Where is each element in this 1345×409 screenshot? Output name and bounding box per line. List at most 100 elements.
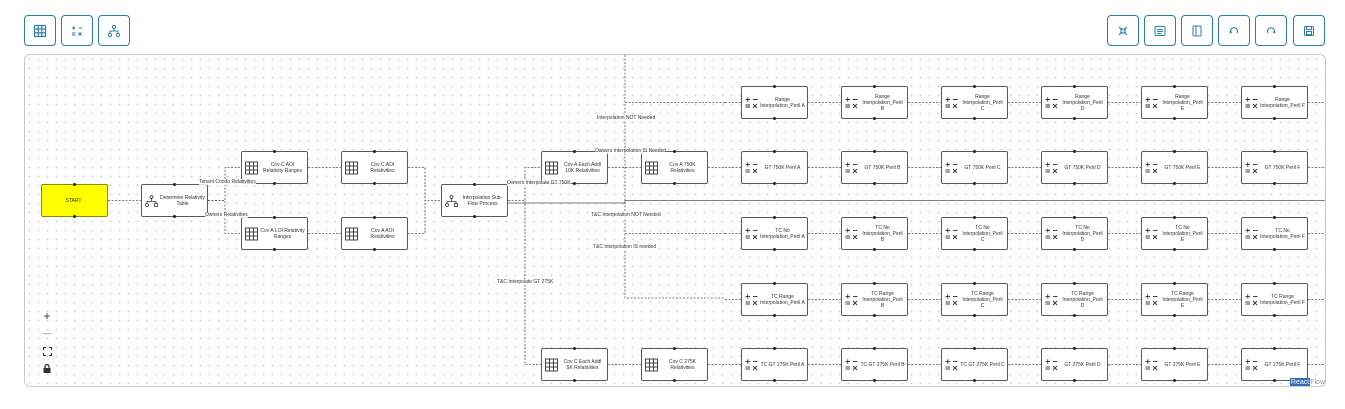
node-handle[interactable] <box>673 150 676 153</box>
node-handle[interactable] <box>673 379 676 382</box>
collapse-button[interactable] <box>1107 15 1139 46</box>
node-handle[interactable] <box>73 215 76 218</box>
node-handle[interactable] <box>1273 248 1276 251</box>
node-handle[interactable] <box>1173 117 1176 120</box>
grid-table-button[interactable] <box>24 15 56 46</box>
node-handle[interactable] <box>273 150 276 153</box>
node-handle[interactable] <box>1073 379 1076 382</box>
flow-node-r1a[interactable]: Range Interpolation_Peril A <box>741 85 808 120</box>
node-handle[interactable] <box>573 347 576 350</box>
node-handle[interactable] <box>973 182 976 185</box>
node-handle[interactable] <box>173 215 176 218</box>
node-handle[interactable] <box>973 117 976 120</box>
node-handle[interactable] <box>1173 85 1176 88</box>
flow-node-cova-750k[interactable]: Cov A 750K Relativities <box>641 150 708 185</box>
node-handle[interactable] <box>1273 347 1276 350</box>
flow-edge[interactable] <box>624 55 725 299</box>
flow-node-r1d[interactable]: Range Interpolation_Peril D <box>1041 85 1108 120</box>
flow-node-det[interactable]: Determine Relativity Table <box>141 183 208 218</box>
node-handle[interactable] <box>1273 117 1276 120</box>
flow-node-r4f[interactable]: TC Range Interpolation_Peril F <box>1241 282 1308 317</box>
node-handle[interactable] <box>773 282 776 285</box>
undo-button[interactable] <box>1218 15 1250 46</box>
node-handle[interactable] <box>1173 248 1176 251</box>
flow-node-start[interactable]: START <box>41 183 108 218</box>
flow-node-interp-sub[interactable]: Interpolation Sub-Flow Process <box>441 183 508 218</box>
node-handle[interactable] <box>1173 150 1176 153</box>
flow-node-r4a[interactable]: TC Range Interpolation_Peril A <box>741 282 808 317</box>
node-handle[interactable] <box>573 379 576 382</box>
node-handle[interactable] <box>73 183 76 186</box>
node-handle[interactable] <box>973 347 976 350</box>
node-handle[interactable] <box>673 347 676 350</box>
node-handle[interactable] <box>1073 248 1076 251</box>
lock-button[interactable] <box>40 361 54 375</box>
formula-button[interactable] <box>61 15 93 46</box>
node-handle[interactable] <box>1073 150 1076 153</box>
node-handle[interactable] <box>373 248 376 251</box>
node-handle[interactable] <box>273 248 276 251</box>
flow-edge[interactable] <box>408 167 441 201</box>
react-flow-attribution[interactable]: ReactFlow <box>1289 378 1325 386</box>
node-handle[interactable] <box>373 150 376 153</box>
node-handle[interactable] <box>673 182 676 185</box>
flow-node-r2f[interactable]: GT 750K Peril F <box>1241 150 1308 185</box>
flow-node-covc-aoi-rel[interactable]: Cov C AOI Relativities <box>341 150 408 185</box>
node-handle[interactable] <box>773 314 776 317</box>
flow-edge[interactable] <box>408 200 426 234</box>
node-handle[interactable] <box>1073 117 1076 120</box>
flow-node-r4c[interactable]: TC Range Interpolation_Peril C <box>941 282 1008 317</box>
node-handle[interactable] <box>1273 182 1276 185</box>
flow-node-r2a[interactable]: GT 750K Peril A <box>741 150 808 185</box>
node-handle[interactable] <box>1173 379 1176 382</box>
flow-node-r3a[interactable]: TC No Interpolation_Peril A <box>741 216 808 251</box>
redo-button[interactable] <box>1255 15 1287 46</box>
node-handle[interactable] <box>873 182 876 185</box>
node-handle[interactable] <box>1273 85 1276 88</box>
node-handle[interactable] <box>1073 282 1076 285</box>
node-handle[interactable] <box>1273 216 1276 219</box>
node-handle[interactable] <box>1273 379 1276 382</box>
node-handle[interactable] <box>273 216 276 219</box>
node-handle[interactable] <box>773 216 776 219</box>
flow-node-cova-aoi-rel[interactable]: Cov A AOI Relativities <box>341 216 408 251</box>
node-handle[interactable] <box>873 248 876 251</box>
node-handle[interactable] <box>173 183 176 186</box>
flow-node-r5e[interactable]: GT 275K Peril E <box>1141 347 1208 382</box>
notes-button[interactable] <box>1144 15 1176 46</box>
node-handle[interactable] <box>373 182 376 185</box>
node-handle[interactable] <box>773 117 776 120</box>
flow-node-r1b[interactable]: Range Interpolation_Peril B <box>841 85 908 120</box>
node-handle[interactable] <box>973 282 976 285</box>
node-handle[interactable] <box>1173 314 1176 317</box>
flow-edge-main[interactable] <box>508 200 1326 204</box>
node-handle[interactable] <box>873 117 876 120</box>
node-handle[interactable] <box>973 85 976 88</box>
node-handle[interactable] <box>873 150 876 153</box>
flow-canvas[interactable]: START Determine Relativity Table Cov C AOI… <box>24 54 1326 387</box>
flow-node-r3c[interactable]: TC No Interpolation_Peril C <box>941 216 1008 251</box>
flow-node-covc-each5k[interactable]: Cov C Each Addl 5K Relativities <box>541 347 608 382</box>
flow-node-r1c[interactable]: Range Interpolation_Peril C <box>941 85 1008 120</box>
node-handle[interactable] <box>973 150 976 153</box>
node-handle[interactable] <box>473 215 476 218</box>
flow-tree-button[interactable] <box>98 15 130 46</box>
flow-node-r4d[interactable]: TC Range Interpolation_Peril D <box>1041 282 1108 317</box>
node-handle[interactable] <box>1173 282 1176 285</box>
flow-node-r2b[interactable]: GT 750K Peril B <box>841 150 908 185</box>
flow-node-r5a[interactable]: TC GT 275K Peril A <box>741 347 808 382</box>
node-handle[interactable] <box>273 182 276 185</box>
node-handle[interactable] <box>1173 182 1176 185</box>
flow-node-r4e[interactable]: TC Range Interpolation_Peril E <box>1141 282 1208 317</box>
node-handle[interactable] <box>1073 182 1076 185</box>
flow-node-r3b[interactable]: TC No Interpolation_Peril B <box>841 216 908 251</box>
zoom-out-button[interactable]: — <box>42 328 52 338</box>
node-handle[interactable] <box>1173 216 1176 219</box>
node-handle[interactable] <box>1273 282 1276 285</box>
node-handle[interactable] <box>1273 150 1276 153</box>
node-handle[interactable] <box>773 85 776 88</box>
flow-node-r3e[interactable]: TC No Interpolation_Peril E <box>1141 216 1208 251</box>
flow-node-cova-each10k[interactable]: Cov A Each Addl 10K Relativities <box>541 150 608 185</box>
save-button[interactable] <box>1293 15 1325 46</box>
node-handle[interactable] <box>873 379 876 382</box>
